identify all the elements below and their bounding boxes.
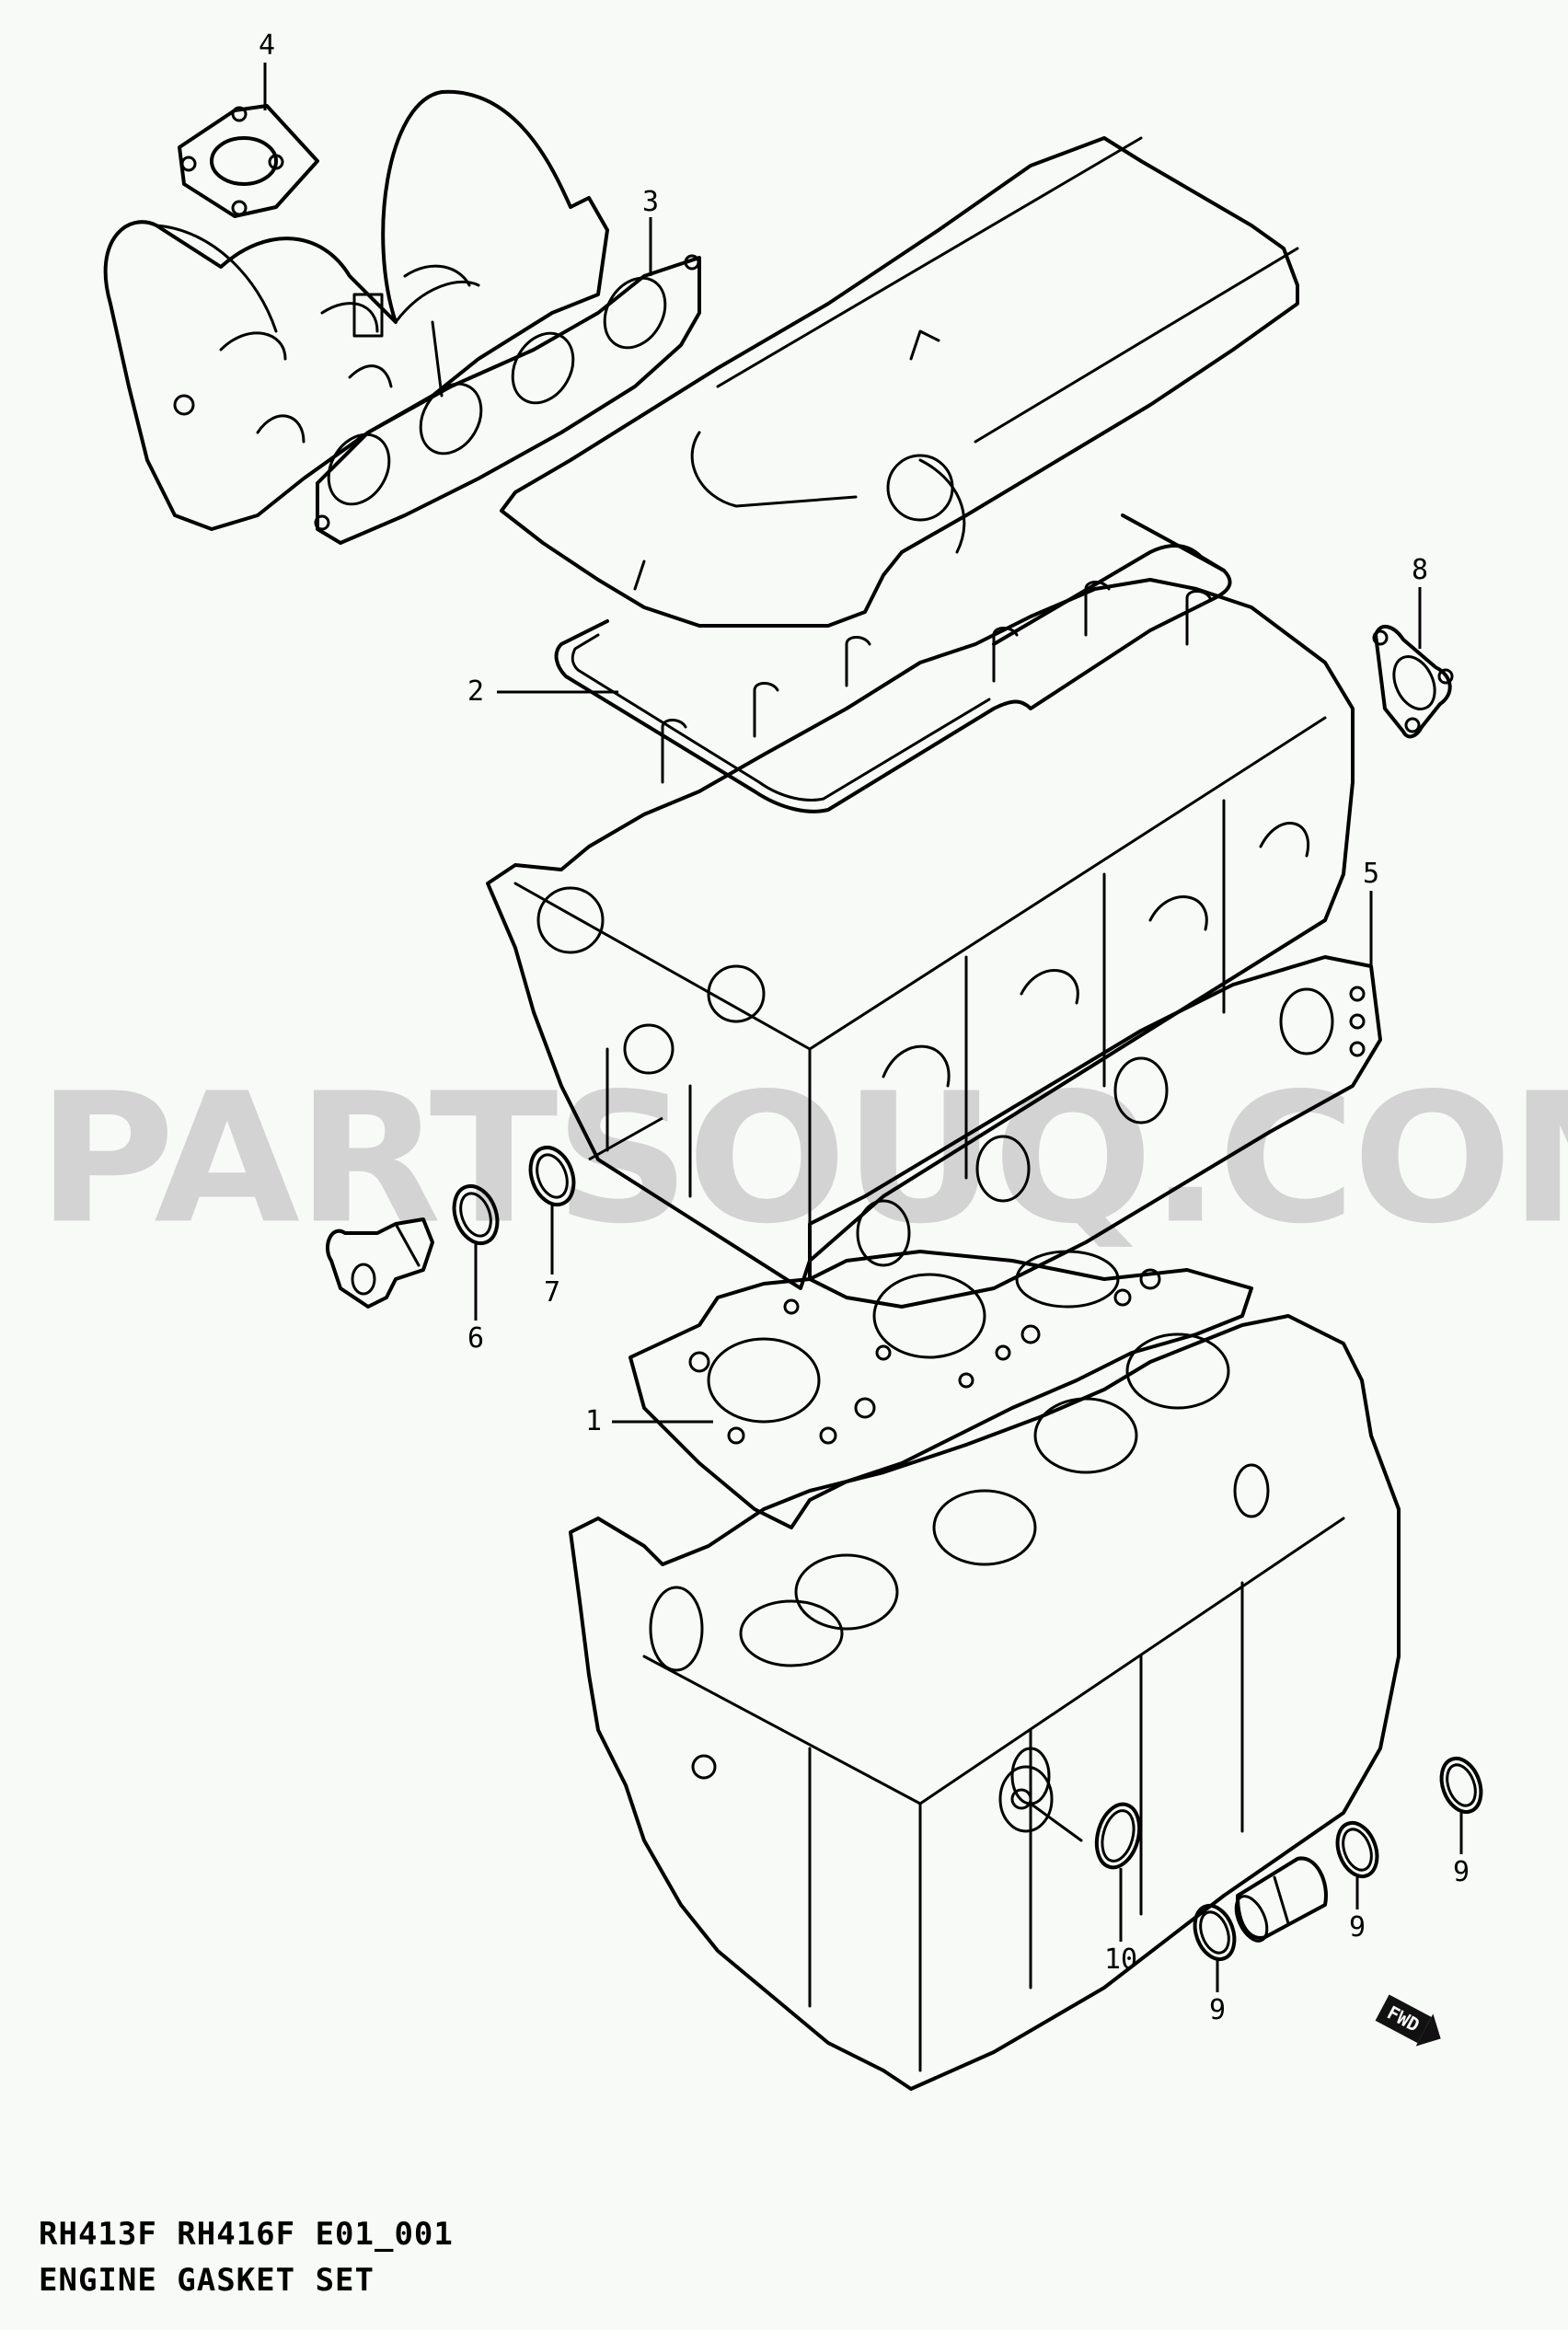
callout-4[interactable]: 4 — [258, 29, 276, 62]
leader-lines — [263, 63, 1463, 1992]
callout-10[interactable]: 10 — [1103, 1944, 1138, 1976]
water-outlet-fitting — [326, 1217, 434, 1309]
part-8-exhaust-pipe-gasket[interactable] — [1372, 625, 1454, 739]
callout-2[interactable]: 2 — [467, 675, 485, 708]
callout-5[interactable]: 5 — [1362, 858, 1380, 890]
part-3-intake-manifold-gasket[interactable] — [314, 254, 701, 545]
callout-9a[interactable]: 9 — [1208, 1994, 1227, 2026]
callout-7[interactable]: 7 — [543, 1276, 561, 1309]
callout-9b[interactable]: 9 — [1348, 1911, 1366, 1944]
part-9-o-ring-c[interactable] — [1435, 1753, 1488, 1817]
part-1-cylinder-head-gasket[interactable] — [628, 1250, 1253, 1529]
water-pipe — [1234, 1856, 1328, 1943]
diagram-title: ENGINE GASKET SET — [39, 2262, 375, 2299]
callout-8[interactable]: 8 — [1411, 554, 1429, 586]
part-6-gasket[interactable] — [446, 1180, 504, 1249]
part-2-cylinder-head-cover-gasket[interactable] — [554, 513, 1232, 813]
callout-3[interactable]: 3 — [641, 186, 660, 218]
callout-6[interactable]: 6 — [467, 1322, 485, 1355]
part-9-o-ring-a[interactable] — [1188, 1900, 1241, 1965]
cylinder-block — [569, 1314, 1401, 2091]
intake-manifold — [103, 89, 609, 531]
callout-9c[interactable]: 9 — [1452, 1856, 1470, 1888]
part-9-o-ring-b[interactable] — [1331, 1817, 1384, 1882]
cylinder-head — [486, 578, 1355, 1290]
cylinder-head-cover — [500, 136, 1299, 628]
part-5-exhaust-manifold-gasket[interactable] — [808, 955, 1382, 1309]
model-codes: RH413F RH416F E01_001 — [39, 2216, 454, 2253]
watermark-text: PARTSOUQ.COM — [37, 1055, 1568, 1264]
part-10-o-ring[interactable] — [1090, 1799, 1147, 1872]
part-7-o-ring[interactable] — [523, 1141, 581, 1210]
callout-1[interactable]: 1 — [584, 1405, 603, 1437]
part-4-throttle-body-gasket[interactable] — [178, 104, 319, 218]
